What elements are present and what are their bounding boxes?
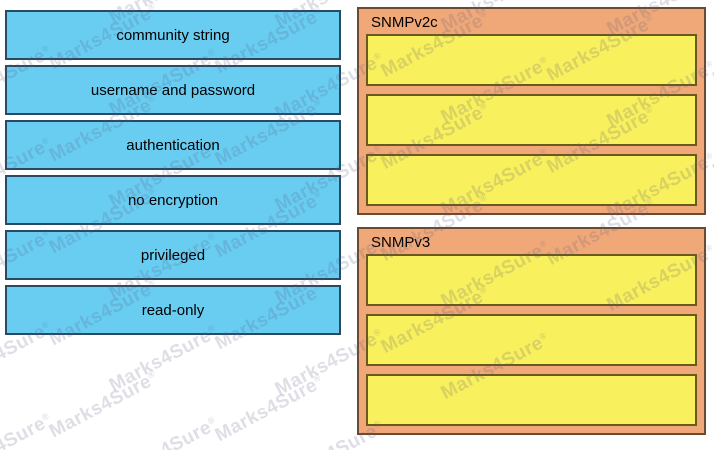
token-label: privileged [140, 246, 206, 264]
dropzone-snmpv3-3[interactable] [366, 374, 697, 426]
panel-title: SNMPv2c [371, 14, 438, 31]
token-privileged[interactable]: privileged [5, 230, 341, 280]
token-username-and-password[interactable]: username and password [5, 65, 341, 115]
dropzone-snmpv3-2[interactable] [366, 314, 697, 366]
token-label: authentication [126, 136, 220, 154]
panel-title: SNMPv3 [371, 234, 431, 251]
token-label: read-only [141, 301, 205, 319]
token-community-string[interactable]: community string [5, 10, 341, 60]
panel-list: SNMPv2c SNMPv3 [357, 7, 706, 447]
token-list: community string username and password a… [5, 10, 341, 340]
panel-snmpv2c: SNMPv2c [357, 7, 706, 215]
dropzone-snmpv2c-3[interactable] [366, 154, 697, 206]
token-label: no encryption [127, 191, 219, 209]
token-read-only[interactable]: read-only [5, 285, 341, 335]
dropzone-snmpv3-1[interactable] [366, 254, 697, 306]
token-label: community string [116, 26, 230, 44]
token-no-encryption[interactable]: no encryption [5, 175, 341, 225]
token-authentication[interactable]: authentication [5, 120, 341, 170]
panel-snmpv3: SNMPv3 [357, 227, 706, 435]
dropzone-snmpv2c-1[interactable] [366, 34, 697, 86]
token-label: username and password [90, 81, 256, 99]
dropzone-snmpv2c-2[interactable] [366, 94, 697, 146]
